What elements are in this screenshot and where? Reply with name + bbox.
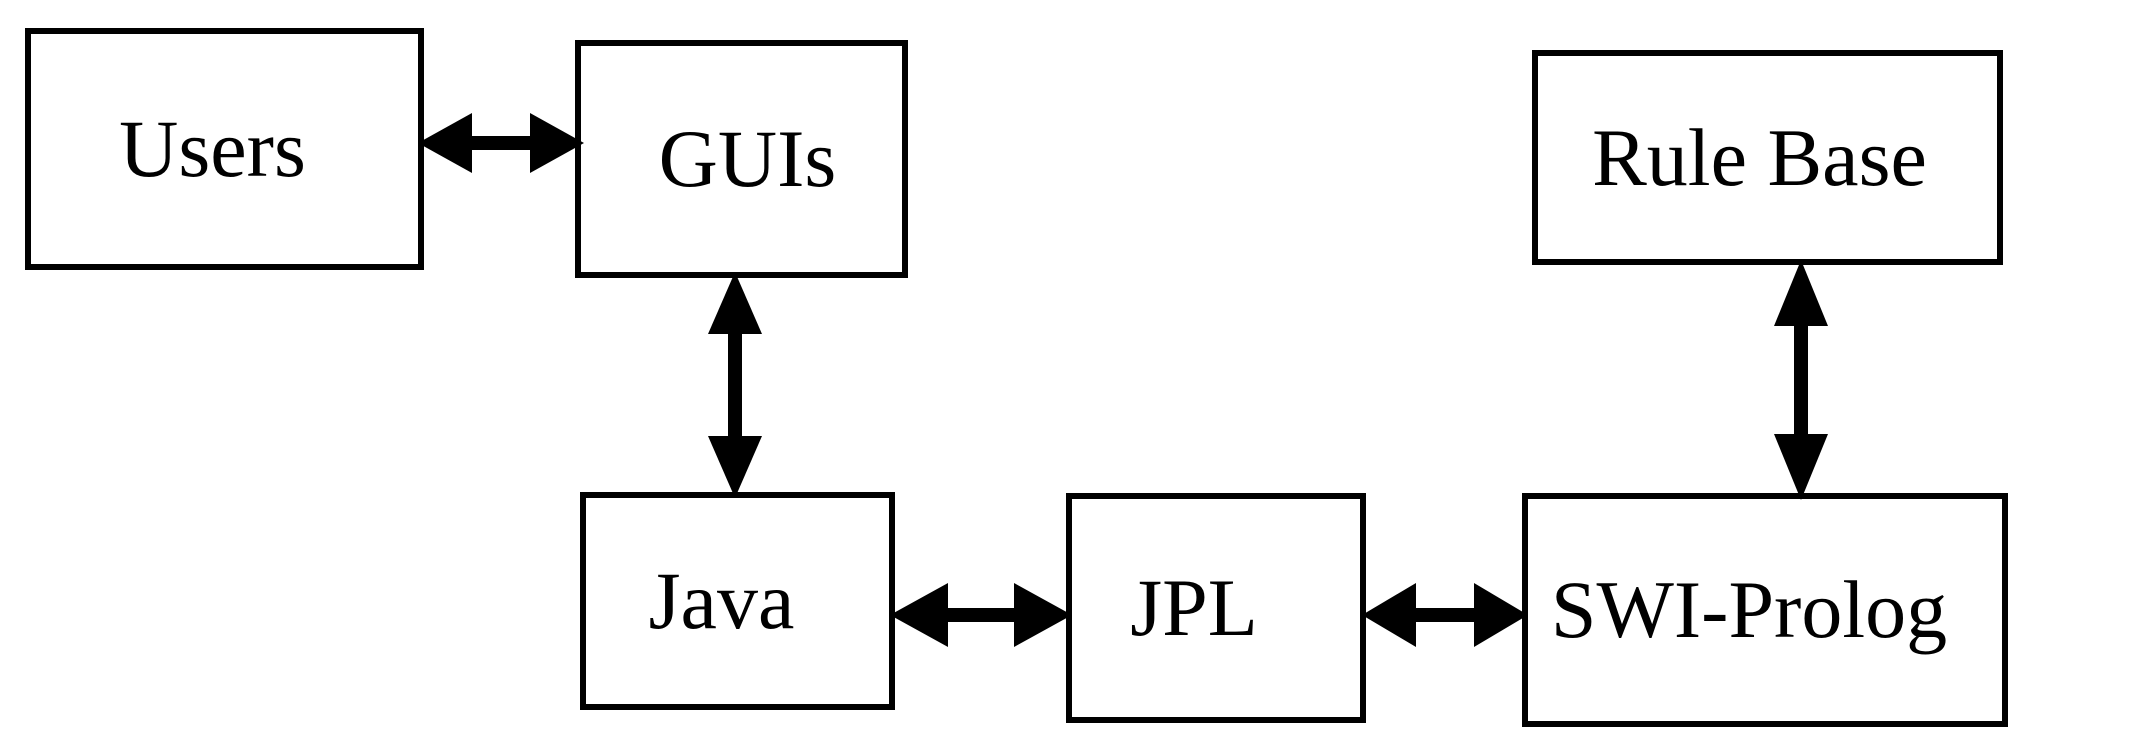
node-rule-base[interactable]: Rule Base xyxy=(1532,50,2003,265)
edge-jpl-swi-prolog-bidirectional-arrow-icon xyxy=(1362,572,1528,658)
edge-users-guis-bidirectional-arrow-icon xyxy=(418,100,584,186)
edge-guis-java-bidirectional-arrow-icon xyxy=(700,272,770,498)
node-guis-label: GUIs xyxy=(658,113,837,204)
node-guis[interactable]: GUIs xyxy=(575,40,908,278)
node-jpl-label: JPL xyxy=(1130,562,1258,653)
node-swi-prolog[interactable]: SWI-Prolog xyxy=(1522,493,2008,727)
node-rule-base-label: Rule Base xyxy=(1592,111,1927,203)
node-swi-prolog-label: SWI-Prolog xyxy=(1550,564,1948,655)
node-java[interactable]: Java xyxy=(580,492,895,710)
node-java-label: Java xyxy=(648,555,795,646)
node-jpl[interactable]: JPL xyxy=(1066,493,1366,723)
node-users-label: Users xyxy=(119,103,306,194)
edge-rule-base-swi-prolog-bidirectional-arrow-icon xyxy=(1766,260,1836,500)
node-users[interactable]: Users xyxy=(25,28,424,270)
edge-java-jpl-bidirectional-arrow-icon xyxy=(890,572,1072,658)
